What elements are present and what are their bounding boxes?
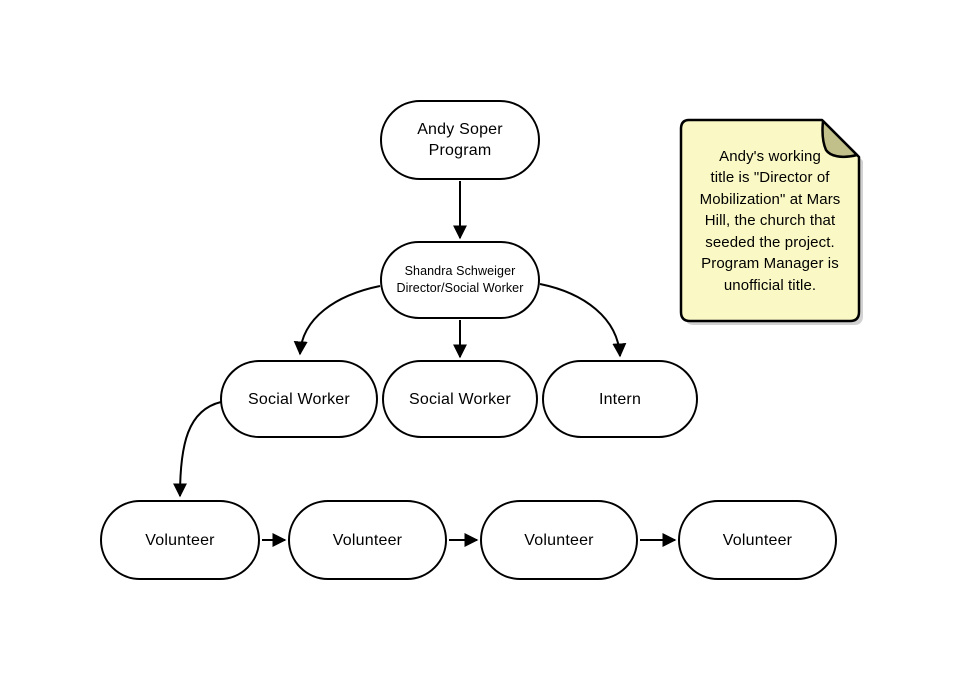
node-social-worker-1[interactable]: Social Worker	[220, 360, 378, 438]
node-label: Social Worker	[248, 390, 350, 408]
node-label: Shandra Schweiger Director/Social Worker	[396, 264, 524, 295]
node-volunteer-1[interactable]: Volunteer	[100, 500, 260, 580]
node-volunteer-4[interactable]: Volunteer	[678, 500, 837, 580]
sticky-note-body	[679, 118, 861, 323]
connector-shandra-to-social-worker-1	[293, 285, 381, 356]
node-volunteer-2[interactable]: Volunteer	[288, 500, 447, 580]
node-social-worker-2[interactable]: Social Worker	[382, 360, 538, 438]
node-label: Volunteer	[722, 531, 793, 549]
sticky-note-fold	[821, 119, 859, 159]
node-label: Volunteer	[332, 531, 403, 549]
node-label: Intern	[598, 390, 642, 408]
connector-shandra-to-intern	[539, 283, 627, 358]
connector-social-worker-1-to-volunteer-1	[173, 401, 222, 498]
node-label: Andy Soper Program	[417, 121, 503, 159]
sticky-note[interactable]	[679, 118, 863, 325]
node-volunteer-3[interactable]: Volunteer	[480, 500, 638, 580]
node-intern[interactable]: Intern	[542, 360, 698, 438]
node-label: Social Worker	[409, 390, 511, 408]
sticky-note-text: Andy's working title is "Director of Mob…	[699, 147, 841, 294]
node-shandra-schweiger[interactable]: Shandra Schweiger Director/Social Worker	[380, 241, 540, 319]
node-label: Volunteer	[145, 531, 215, 549]
node-label: Volunteer	[524, 531, 594, 549]
node-andy-soper-program[interactable]: Andy Soper Program	[380, 100, 540, 180]
